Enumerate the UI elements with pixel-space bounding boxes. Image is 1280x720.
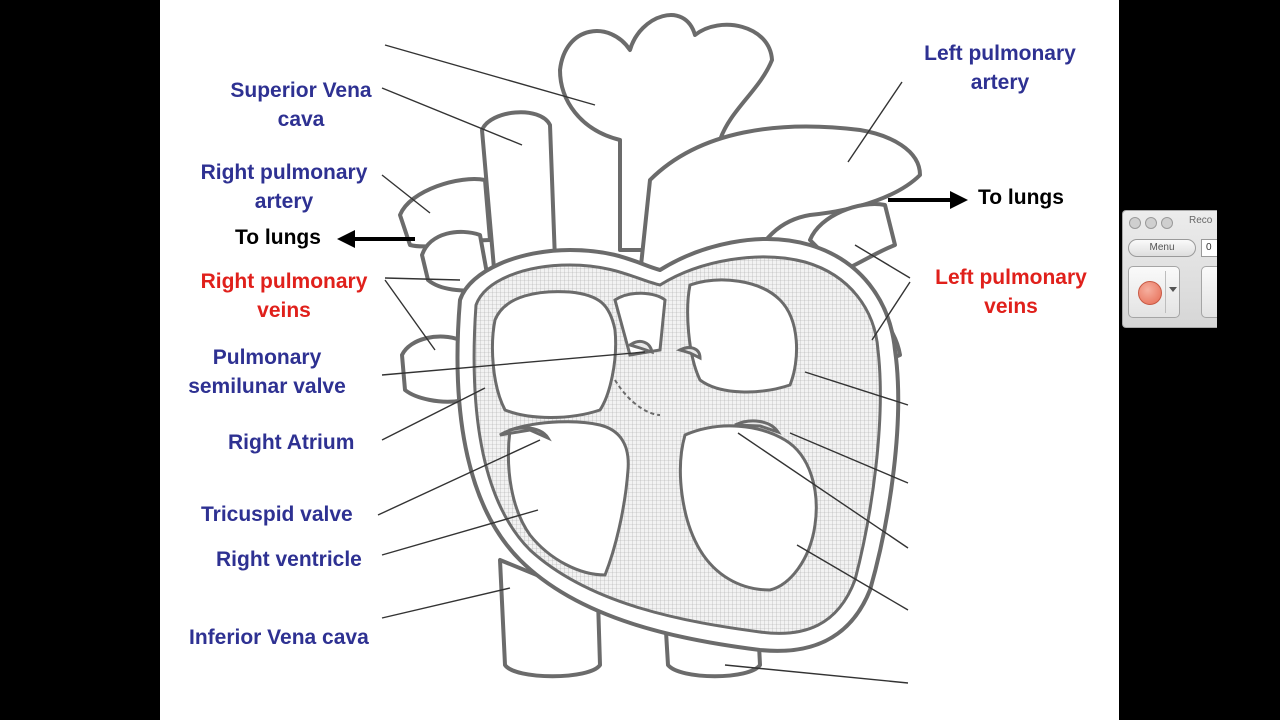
leader-right-atrium (381, 387, 486, 441)
label-pulmonary-semilunar-valve: Pulmonary semilunar valve (188, 346, 346, 398)
aortic-valve-flap (675, 346, 702, 361)
record-control (1128, 266, 1180, 318)
recorder-extra-button[interactable] (1201, 266, 1217, 318)
pulmonary-valve-flap (626, 340, 654, 355)
leader-pulmonary-semilunar-valve (381, 351, 646, 376)
leader-right-5 (724, 664, 909, 684)
right-ventricle-chamber (506, 420, 630, 577)
label-right-atrium: Right Atrium (228, 431, 355, 454)
leader-right-4 (796, 544, 909, 611)
leader-inferior-vena-cava (381, 587, 511, 619)
leader-right-1 (804, 371, 909, 406)
leader-right-pulmonary-veins-2 (384, 279, 436, 351)
label-to-lungs-right: To lungs (978, 186, 1064, 209)
chevron-down-icon[interactable] (1169, 287, 1177, 292)
label-right-ventricle: Right ventricle (216, 548, 362, 571)
recorder-window: Reco Menu 0 (1122, 210, 1217, 328)
label-right-pulmonary-veins: Right pulmonary veins (200, 270, 368, 322)
leader-left-pulmonary-veins-2 (871, 281, 911, 341)
recorder-title: Reco (1189, 215, 1213, 226)
left-ventricle-chamber (678, 424, 818, 592)
septum-opening (613, 291, 667, 357)
right-atrium-chamber (490, 290, 618, 419)
label-tricuspid-valve: Tricuspid valve (201, 503, 353, 526)
label-right-pulmonary-artery: Right pulmonary artery (200, 161, 368, 213)
heart-diagram (337, 13, 968, 684)
label-to-lungs-left: To lungs (235, 226, 321, 249)
leader-left-pulmonary-artery (847, 81, 903, 163)
label-left-pulmonary-artery: Left pulmonary artery (924, 42, 1076, 94)
leader-top-aorta (384, 44, 596, 106)
dashed-valve-outline (614, 379, 661, 416)
record-button[interactable] (1138, 281, 1162, 305)
label-superior-vena-cava: Superior Vena cava (230, 79, 372, 131)
menu-button[interactable]: Menu (1128, 239, 1196, 257)
leader-left-pulmonary-veins-1 (854, 244, 911, 279)
leader-right-3 (737, 432, 909, 549)
time-field: 0 (1201, 239, 1217, 257)
leader-superior-vena-cava (381, 87, 523, 146)
leader-right-pulmonary-veins-1 (384, 277, 461, 281)
label-inferior-vena-cava: Inferior Vena cava (189, 626, 369, 649)
pulmonary-trunk (638, 124, 922, 277)
leader-right-ventricle (381, 509, 539, 556)
minimize-window-icon[interactable] (1145, 217, 1157, 229)
slide-canvas: Superior Vena cava Right pulmonary arter… (160, 0, 1119, 720)
close-window-icon[interactable] (1129, 217, 1141, 229)
tricuspid-valve-flap (499, 426, 552, 442)
bicuspid-valve-flap (734, 419, 782, 435)
aorta (558, 13, 774, 252)
leader-right-2 (789, 432, 909, 484)
label-left-pulmonary-veins: Left pulmonary veins (935, 266, 1087, 318)
superior-vena-cava-vessel (480, 110, 557, 282)
record-divider (1165, 271, 1166, 313)
right-arrow (888, 191, 968, 209)
leader-right-pulmonary-artery (381, 174, 431, 214)
leader-tricuspid-valve (377, 439, 541, 516)
left-arrow (337, 230, 415, 248)
zoom-window-icon[interactable] (1161, 217, 1173, 229)
inferior-vena-cava-vessel (498, 558, 602, 679)
